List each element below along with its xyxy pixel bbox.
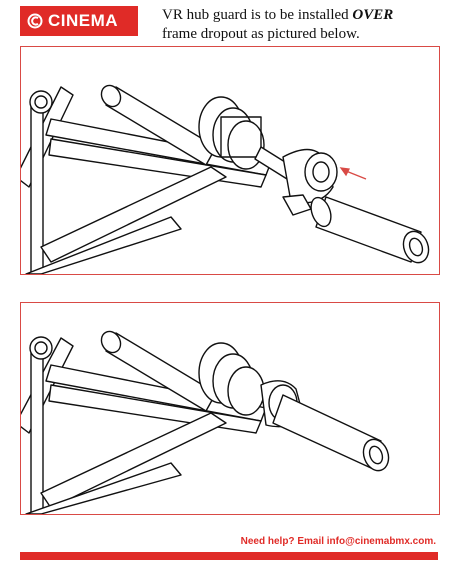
instruction-text: VR hub guard is to be installed OVER fra… [162, 6, 442, 44]
frame-and-hub-drawing-after [21, 330, 390, 514]
frame-and-hub-drawing-before [21, 84, 430, 274]
diagram-after-install [20, 302, 440, 515]
cinema-logo-icon [27, 13, 43, 29]
instruction-line-2: frame dropout as pictured below. [162, 26, 360, 42]
instruction-line-1: VR hub guard is to be installed OVER [162, 7, 394, 23]
help-contact-text: Need help? Email info@cinemabmx.com. [240, 536, 436, 547]
cinema-logo: CINEMA [20, 6, 138, 36]
brand-name: CINEMA [48, 11, 119, 30]
footer-bar [20, 552, 438, 560]
instruction-emphasis: OVER [352, 7, 394, 23]
diagram-before-install [20, 46, 440, 275]
